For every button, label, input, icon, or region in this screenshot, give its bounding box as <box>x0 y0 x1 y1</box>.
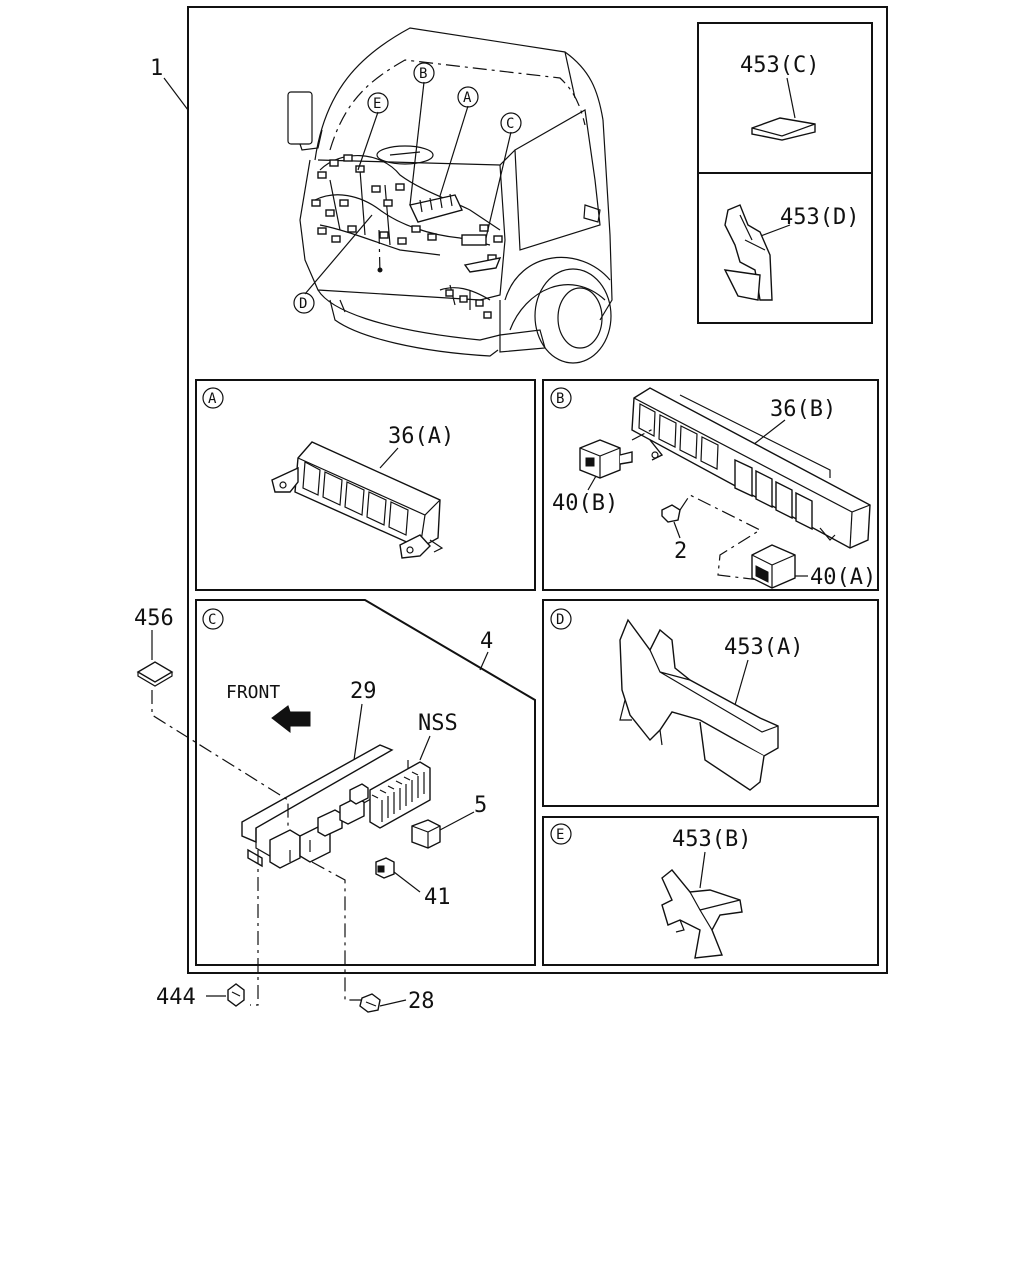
callout-456: 456 <box>134 606 174 631</box>
callout-1: 1 <box>150 56 163 81</box>
outer-frame <box>187 6 888 974</box>
circle-letter-a-cab: A <box>457 86 479 108</box>
part-41-diode <box>375 857 395 879</box>
panel-d-label: D <box>550 608 572 630</box>
callout-nss-leader <box>419 735 431 761</box>
panel-a-label: A <box>202 387 224 409</box>
circle-letter-e-cab: E <box>367 92 389 114</box>
part-5-relay <box>411 819 441 849</box>
callout-29: 29 <box>350 679 377 704</box>
callout-40-b-leader <box>587 475 597 491</box>
svg-text:B: B <box>419 66 427 82</box>
front-arrow-icon <box>271 705 311 734</box>
part-444-dashline <box>250 850 259 1006</box>
cab-illustration <box>287 27 613 364</box>
part-28-dashline <box>311 861 362 1001</box>
panel-e-label: E <box>550 823 572 845</box>
svg-text:B: B <box>556 391 564 407</box>
callout-453-b: 453(B) <box>672 827 751 852</box>
panel-d <box>542 599 879 807</box>
panel-b <box>542 379 879 591</box>
callout-5: 5 <box>474 793 487 818</box>
callout-40-a: 40(A) <box>810 565 876 590</box>
circle-letter-d-cab: D <box>293 292 315 314</box>
svg-text:C: C <box>506 116 514 132</box>
svg-text:E: E <box>373 96 381 112</box>
callout-453-a: 453(A) <box>724 635 803 660</box>
part-36-b-relay-block <box>631 387 871 549</box>
fuse-block-relays <box>269 783 369 869</box>
part-2-dashline <box>679 494 762 581</box>
part-28-bolt <box>359 993 381 1013</box>
front-label: FRONT <box>226 682 280 703</box>
part-40-b-connector <box>579 439 633 479</box>
panel-e <box>542 816 879 966</box>
callout-4-leader <box>479 651 489 671</box>
part-453-c-shape <box>751 117 816 141</box>
callout-36-a: 36(A) <box>388 424 454 449</box>
callout-28: 28 <box>408 989 435 1014</box>
part-2-terminal <box>661 504 681 523</box>
panel-c <box>195 599 536 966</box>
part-453-b-bracket <box>661 869 743 959</box>
callout-40-b: 40(B) <box>552 491 618 516</box>
callout-29-leader <box>353 703 363 761</box>
part-40-b-dashline <box>631 427 656 441</box>
callout-453-c: 453(C) <box>740 53 819 78</box>
callout-453-c-leader <box>786 77 796 119</box>
callout-453-d: 453(D) <box>780 205 859 230</box>
part-444-clip <box>227 983 245 1007</box>
circle-letter-c-cab: C <box>500 112 522 134</box>
part-456-dashline <box>151 690 289 830</box>
callout-2: 2 <box>674 539 687 564</box>
callout-453-b-leader <box>699 851 706 889</box>
panel-c-label: C <box>202 608 224 630</box>
part-nss-fuse-block <box>369 761 431 829</box>
svg-text:D: D <box>299 296 307 312</box>
svg-text:D: D <box>556 612 564 628</box>
callout-28-leader <box>379 999 407 1007</box>
callout-36-a-leader <box>379 447 399 469</box>
callout-41-leader <box>393 871 421 893</box>
part-453-a-bracket <box>619 618 779 791</box>
callout-36-b: 36(B) <box>770 397 836 422</box>
panel-b-label: B <box>550 387 572 409</box>
circle-letter-b-cab: B <box>413 62 435 84</box>
callout-41: 41 <box>424 885 451 910</box>
part-456-pad <box>136 661 174 687</box>
callout-453-a-leader <box>734 659 749 706</box>
part-453-d-shape <box>723 204 773 301</box>
svg-text:A: A <box>208 391 217 407</box>
callout-nss: NSS <box>418 711 458 736</box>
callout-4: 4 <box>480 629 493 654</box>
callout-444: 444 <box>156 985 196 1010</box>
callout-1-leader <box>163 77 189 111</box>
panel-a <box>195 379 536 591</box>
svg-text:C: C <box>208 612 216 628</box>
svg-text:A: A <box>463 90 472 106</box>
part-36-a-relay-block <box>271 441 444 559</box>
callout-5-leader <box>439 811 475 831</box>
callout-2-leader <box>673 521 681 539</box>
svg-text:E: E <box>556 827 564 843</box>
part-40-a-connector <box>751 544 796 589</box>
